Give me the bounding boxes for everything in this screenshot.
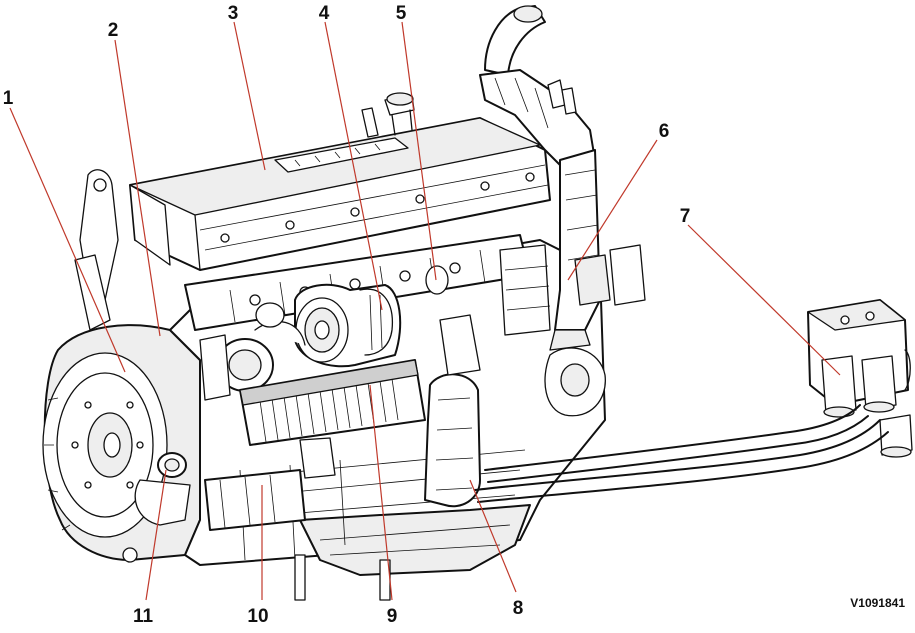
leader-2 [114, 39, 161, 337]
callout-9: 9 [387, 606, 398, 627]
egr-pipe [424, 265, 481, 508]
lower-components [134, 437, 336, 531]
left-turbo-components [199, 302, 306, 401]
valve-cover [129, 117, 551, 271]
callout-8: 8 [513, 598, 524, 619]
turbocharger [294, 283, 402, 368]
intake-elbow [479, 5, 596, 176]
right-side-components [499, 244, 646, 417]
callout-7: 7 [680, 206, 691, 227]
leader-1 [9, 107, 126, 373]
oil-filler [361, 92, 415, 138]
callout-4: 4 [319, 3, 330, 24]
leader-3 [233, 21, 266, 171]
leader-8 [469, 479, 517, 593]
callout-1: 1 [3, 88, 14, 109]
leader-6 [567, 139, 658, 281]
leader-5 [401, 21, 437, 281]
callout-5: 5 [396, 3, 407, 24]
callout-6: 6 [659, 121, 670, 142]
leader-4 [324, 21, 383, 311]
callout-labels: 1 2 3 4 5 6 7 8 9 10 11 V1091841 [3, 3, 906, 627]
leader-11 [145, 469, 167, 601]
callout-3: 3 [228, 3, 239, 24]
intake-module [239, 359, 426, 446]
leader-7 [687, 224, 841, 376]
hoses [474, 349, 911, 503]
engine-stand [294, 554, 391, 601]
callout-11: 11 [133, 606, 154, 627]
front-bracket [74, 169, 119, 331]
callout-10: 10 [247, 606, 268, 627]
callout-2: 2 [108, 20, 119, 41]
figure-id: V1091841 [850, 596, 905, 610]
remote-filter-unit [807, 299, 913, 458]
leader-9 [369, 384, 393, 601]
leader-lines [9, 21, 841, 601]
flywheel-housing [42, 324, 201, 563]
